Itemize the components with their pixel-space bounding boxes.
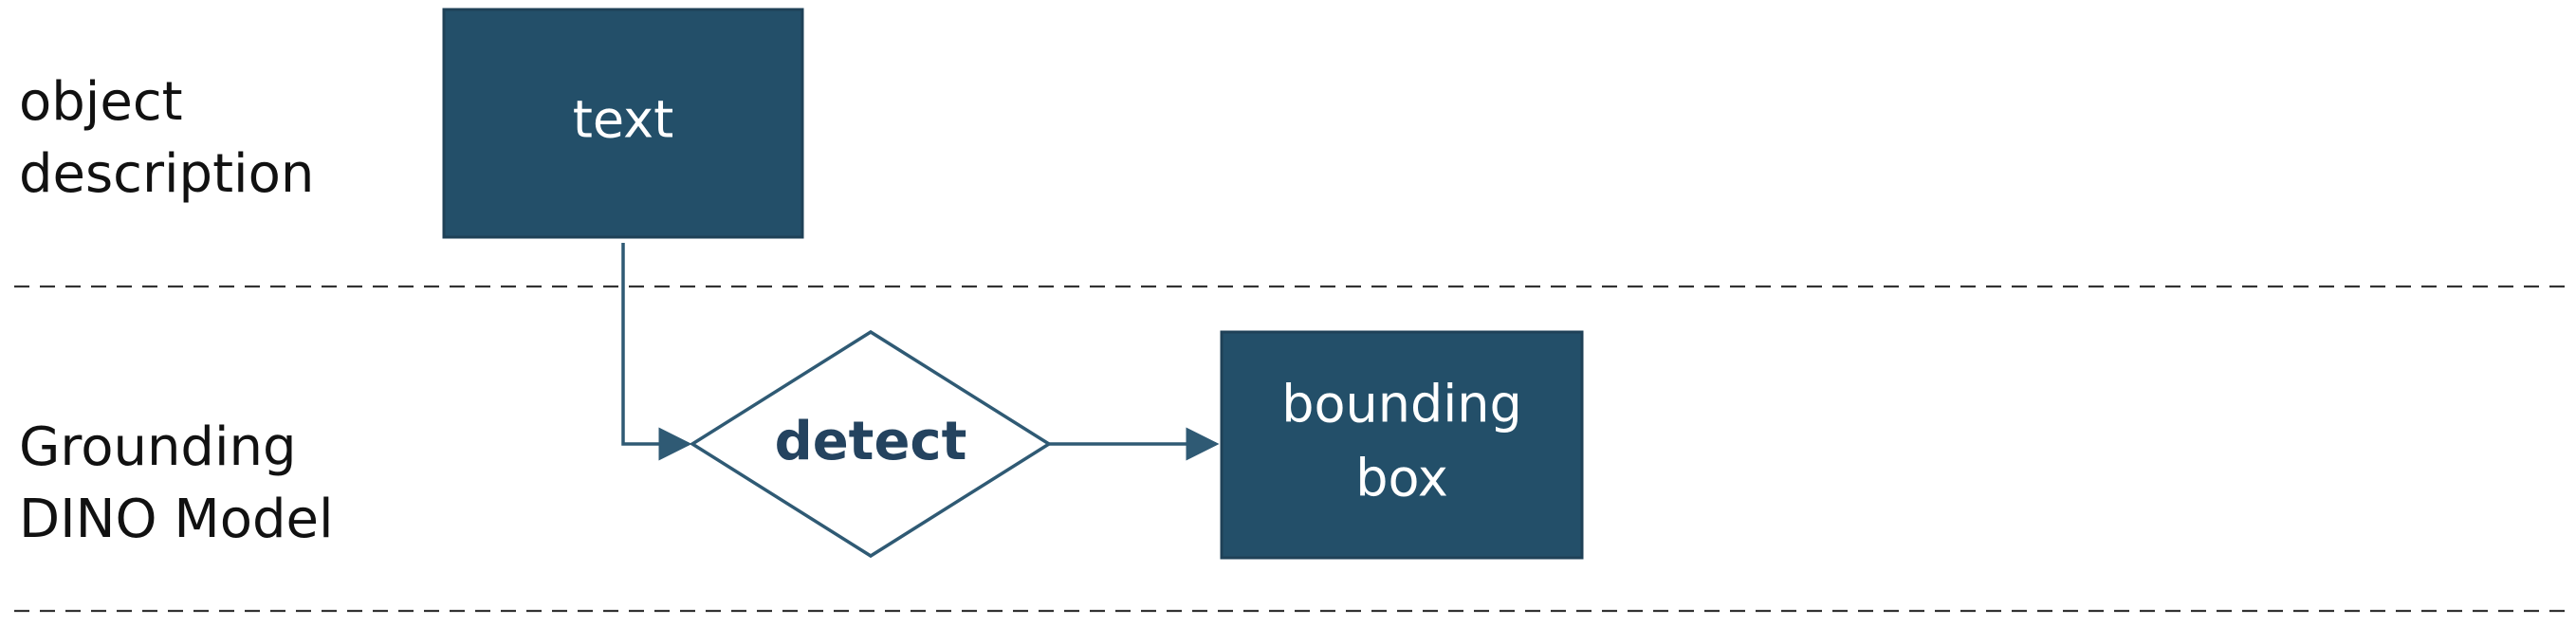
- bbox-node: bounding box: [1220, 330, 1584, 560]
- lane-label-object-description: object description: [19, 71, 315, 205]
- detect-label: detect: [775, 411, 967, 472]
- text-node-box: [442, 8, 804, 239]
- text-node: text: [442, 8, 804, 239]
- bbox-node-label-line2: box: [1355, 449, 1448, 508]
- text-node-label: text: [573, 90, 674, 150]
- detect-node: detect: [689, 329, 1053, 559]
- connector-text-to-detect: [621, 243, 692, 461]
- bbox-node-box: [1220, 330, 1584, 560]
- bbox-node-label-line1: bounding: [1281, 375, 1522, 434]
- lane-label-grounding-dino-model: Grounding DINO Model: [19, 416, 334, 550]
